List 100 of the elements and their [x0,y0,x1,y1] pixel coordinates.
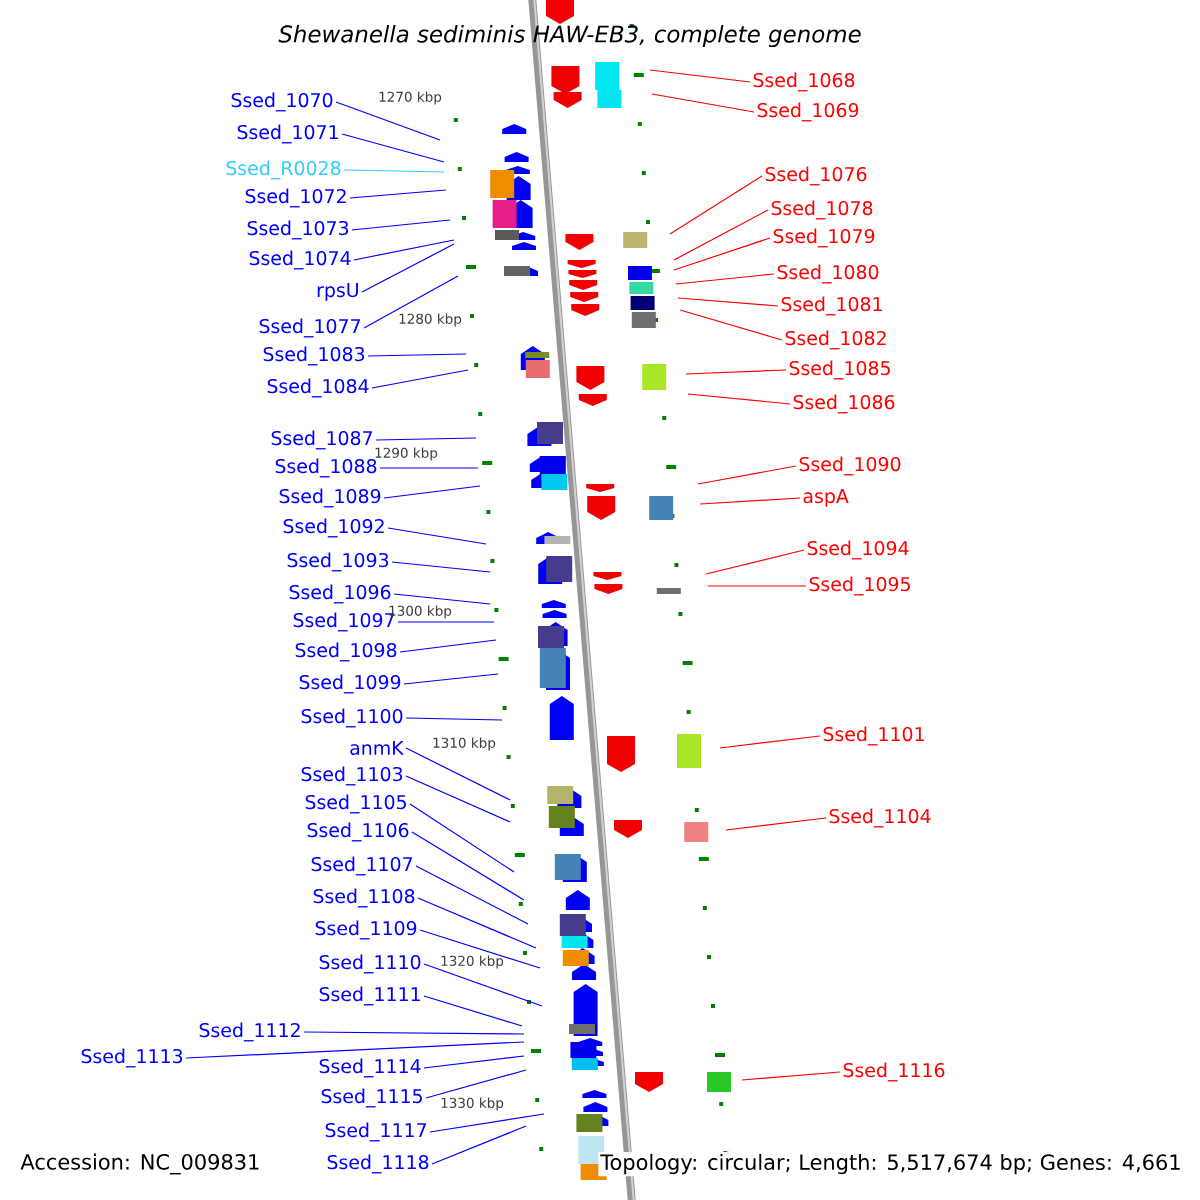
gene-label: Ssed_1108 [313,888,415,908]
gene-label: rpsU [317,283,358,301]
gene-label: Ssed_1081 [781,296,882,316]
leader-line [649,69,751,83]
leader-line [351,219,451,231]
gene-label: Ssed_1083 [263,346,365,366]
leader-line [371,369,469,389]
gene-label: Ssed_1101 [823,726,924,746]
leader-line [409,803,515,873]
leader-line [399,639,497,653]
gene-label: Ssed_1070 [231,92,333,112]
gene-label: Ssed_1087 [271,430,372,450]
leader-line [411,831,525,901]
gene-label: Ssed_1098 [295,642,397,662]
gene-label: Ssed_1088 [275,458,377,478]
leader-line [429,1113,545,1133]
leader-line [425,1069,527,1099]
leader-line [677,297,779,307]
gene-label: Ssed_1078 [771,200,873,220]
accession-label: Accession: NC_009831 [20,1153,259,1175]
gene-label: Ssed_1082 [785,330,886,350]
gene-label: Ssed_1096 [289,584,391,604]
leader-line [673,237,771,271]
leader-line [383,485,481,499]
gene-label: aspA [803,489,849,507]
gene-label: Ssed_1092 [283,518,384,538]
leader-line [387,527,487,545]
gene-label: Ssed_1100 [301,708,403,728]
leader-line [397,621,495,623]
gene-label: Ssed_1073 [247,220,349,240]
leader-line [423,963,543,1007]
leader-line [651,93,755,113]
leader-line [705,549,805,575]
leader-line [431,1125,527,1165]
gene-label: Ssed_1076 [765,166,867,186]
leader-line [353,239,455,261]
gene-label: Ssed_1090 [799,456,901,476]
leader-line [719,735,821,749]
gene-label: Ssed_1097 [293,612,394,632]
leader-line [379,467,479,469]
gene-label: Ssed_1071 [237,124,338,144]
gene-label: Ssed_1077 [259,318,360,338]
gene-label: Ssed_1074 [249,250,351,270]
leader-line [685,369,787,375]
gene-label: Ssed_1115 [321,1088,422,1108]
leader-line [375,437,477,441]
leader-line [367,353,467,357]
gene-label: Ssed_1107 [311,856,412,876]
leader-line [341,133,445,163]
gene-label: Ssed_1114 [319,1058,421,1078]
gene-label: Ssed_1089 [279,488,381,508]
gene-label: Ssed_1110 [319,954,421,974]
leader-line [699,497,801,505]
leader-line [405,717,503,721]
gene-label: Ssed_1116 [843,1062,945,1082]
leader-line [687,393,791,405]
leader-line [679,309,783,341]
leader-line [423,995,523,1027]
leader-line [361,243,455,293]
gene-label: Ssed_1094 [807,540,909,560]
leader-line [725,817,827,831]
gene-label: Ssed_1111 [319,986,420,1006]
gene-label: Ssed_1068 [753,72,855,92]
gene-label: Ssed_1113 [81,1048,183,1068]
genome-info-text: Topology: circular; Length: 5,517,674 bp; Genes: 4,661 [598,1151,1184,1177]
leader-line [391,561,491,573]
leader-line [423,1055,525,1069]
gene-label: Ssed_R0028 [226,160,341,180]
gene-label: Ssed_1093 [287,552,389,572]
leader-line [707,585,807,587]
leader-line [403,673,499,685]
gene-label: Ssed_1104 [829,808,931,828]
gene-label: Ssed_1105 [305,794,406,814]
leader-line [393,593,491,605]
gene-label: Ssed_1084 [267,378,369,398]
gene-label: Ssed_1085 [789,360,890,380]
gene-label: Ssed_1095 [809,576,910,596]
gene-label: Ssed_1086 [793,394,895,414]
title: Shewanella sediminis HAW-EB3, complete genome [278,24,861,48]
gene-label: Ssed_1069 [757,102,859,122]
gene-label: Ssed_1103 [301,766,403,786]
gene-label: Ssed_1106 [307,822,409,842]
gene-label: Ssed_1072 [245,188,346,208]
gene-label: Ssed_1112 [199,1022,300,1042]
gene-label: Ssed_1079 [773,228,875,248]
gene-label: Ssed_1118 [327,1154,429,1174]
gene-label: anmK [350,740,404,756]
leader-line [741,1071,841,1081]
leader-line [349,189,447,199]
leader-line [675,273,775,285]
leader-line [419,929,541,969]
leader-line [405,747,511,801]
leader-line [363,275,459,329]
leader-line [343,169,445,173]
leader-line [673,209,769,261]
leader-line [405,775,511,823]
leader-line [669,175,763,235]
leader-line [417,897,537,949]
leader-line [415,865,529,925]
gene-label: Ssed_1099 [299,674,401,694]
